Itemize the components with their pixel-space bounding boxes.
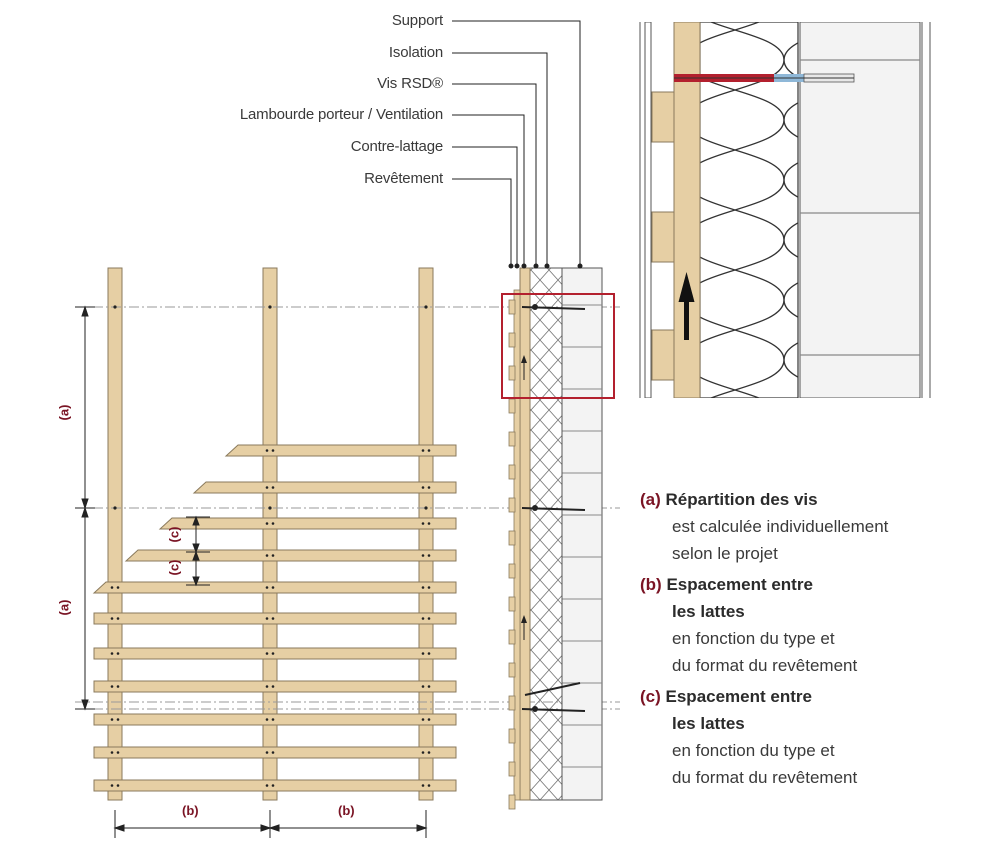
- horizontal-lath-4: [124, 549, 457, 562]
- horizontal-lath-11: [93, 779, 457, 792]
- legend-title-c-2: les lattes: [672, 714, 745, 733]
- lambourde: [519, 267, 531, 801]
- vertical-batten-1: [107, 267, 123, 801]
- horizontal-lath-5: [92, 581, 457, 594]
- legend: (a) Répartition des vis est calculée ind…: [640, 486, 888, 791]
- callout-lambourde: Lambourde porteur / Ventilation: [239, 106, 443, 123]
- detail-highlight-box: [501, 293, 615, 399]
- horizontal-lath-3: [158, 517, 457, 530]
- legend-desc-c-2: du format du revêtement: [672, 768, 858, 787]
- legend-title-b-2: les lattes: [672, 602, 745, 621]
- callout-vis-rsd: Vis RSD®: [377, 75, 443, 92]
- section-view: [452, 20, 615, 810]
- section-cladding-board: [508, 761, 516, 777]
- section-cladding-board: [508, 794, 516, 810]
- callout-leaders: [452, 20, 581, 266]
- horizontal-lath-1: [224, 444, 457, 457]
- legend-desc-b-1: en fonction du type et: [672, 629, 835, 648]
- vertical-batten-2: [262, 267, 278, 801]
- dimension-label-a-bottom: (a): [56, 599, 72, 616]
- horizontal-lath-10: [93, 746, 457, 759]
- legend-item-a: (a) Répartition des vis est calculée ind…: [640, 486, 888, 567]
- section-cladding-board: [508, 563, 516, 579]
- section-cladding-board: [508, 332, 516, 348]
- horizontal-lath-9: [93, 713, 457, 726]
- dimension-label-a-top: (a): [56, 404, 72, 421]
- horizontal-lath-6: [93, 612, 457, 625]
- horizontal-laths: [92, 444, 457, 792]
- section-cladding-board: [508, 728, 516, 744]
- insulation-layer: [529, 267, 563, 801]
- dimension-b: [113, 810, 428, 838]
- legend-desc-b-2: du format du revêtement: [672, 656, 858, 675]
- legend-item-c: (c) Espacement entre les lattes en fonct…: [640, 683, 888, 791]
- legend-title-b-1: Espacement entre: [666, 575, 813, 594]
- legend-title-a: Répartition des vis: [665, 490, 818, 509]
- section-cladding-board: [508, 431, 516, 447]
- dimension-a: [75, 305, 95, 711]
- detail-insulation: [699, 22, 799, 398]
- dimension-label-b-left: (b): [182, 803, 199, 818]
- legend-tag-b: (b): [640, 575, 662, 594]
- section-cladding-board: [508, 629, 516, 645]
- legend-desc-a-2: selon le projet: [672, 544, 778, 563]
- section-cladding-board: [508, 596, 516, 612]
- callout-support: Support: [391, 12, 443, 29]
- legend-title-c-1: Espacement entre: [665, 687, 812, 706]
- legend-tag-c: (c): [640, 687, 661, 706]
- horizontal-lath-2: [192, 481, 457, 494]
- section-cladding-board: [508, 662, 516, 678]
- dimension-label-c-bottom: (c): [166, 559, 182, 576]
- dimension-c: [186, 515, 210, 587]
- detail-view: [634, 22, 934, 398]
- section-cladding-board: [508, 497, 516, 513]
- callout-revetement: Revêtement: [364, 170, 443, 187]
- section-cladding-board: [508, 299, 516, 315]
- section-cladding-board: [508, 464, 516, 480]
- detail-ventilation-arrow: [678, 272, 695, 340]
- legend-desc-c-1: en fonction du type et: [672, 741, 835, 760]
- section-cladding-board: [508, 695, 516, 711]
- horizontal-lath-8: [93, 680, 457, 693]
- section-cladding-board: [508, 530, 516, 546]
- callout-contre-lattage: Contre-lattage: [350, 138, 443, 155]
- section-cladding-board: [508, 365, 516, 381]
- dimension-label-b-right: (b): [338, 803, 355, 818]
- detail-screw: [674, 73, 855, 83]
- legend-tag-a: (a): [640, 490, 661, 509]
- legend-item-b: (b) Espacement entre les lattes en fonct…: [640, 571, 888, 679]
- detail-support: [799, 22, 921, 398]
- horizontal-lath-7: [93, 647, 457, 660]
- vertical-batten-3: [418, 267, 434, 801]
- dimension-label-c-top: (c): [166, 526, 182, 543]
- legend-desc-a-1: est calculée individuellement: [672, 517, 889, 536]
- section-cladding-board: [508, 398, 516, 414]
- callout-isolation: Isolation: [388, 44, 443, 61]
- support-wall: [561, 267, 603, 801]
- ventilation-arrows: [521, 355, 527, 640]
